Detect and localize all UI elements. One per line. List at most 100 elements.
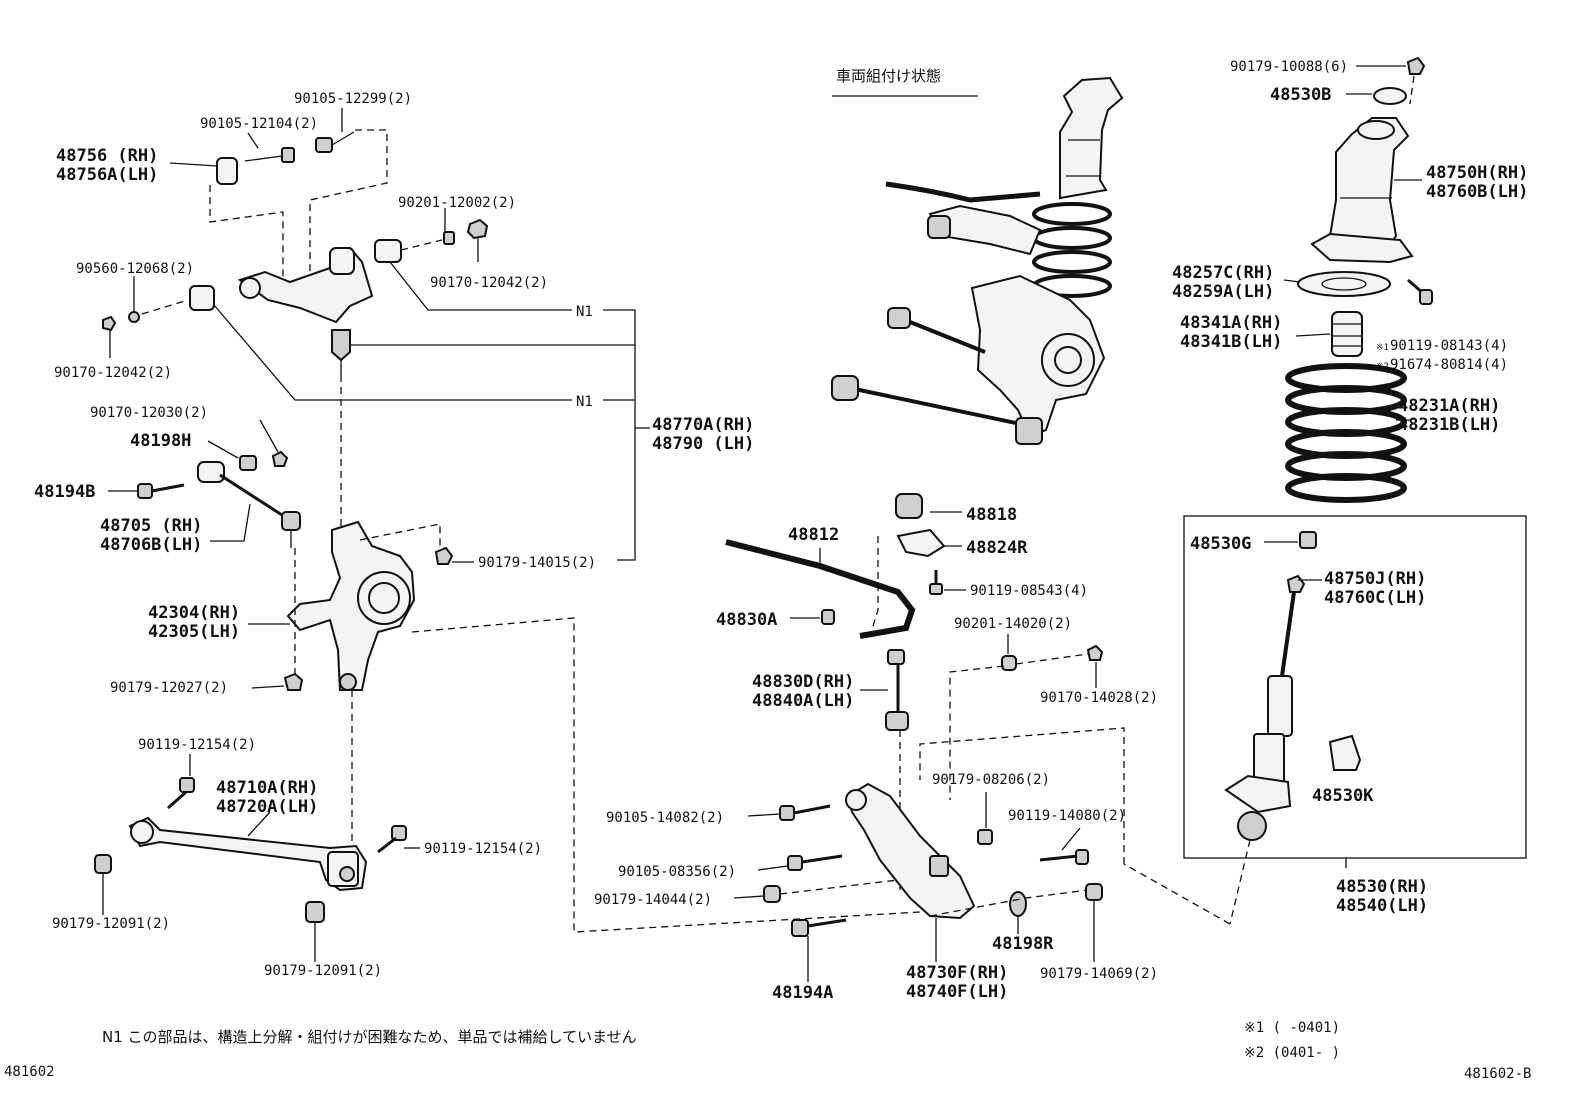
label-48257c: 48257C(RH) [1172,263,1274,283]
assembled-view [831,76,1124,445]
label-90560-12068: 90560-12068(2) [76,261,194,277]
absorber-kit-box [1183,515,1527,859]
label-90105-08356: 90105-08356(2) [618,864,736,880]
bushing-48198h [239,455,257,471]
stabilizer-bar-48812 [725,539,916,639]
bolt-90119-12154-right [377,825,407,854]
label-90179-12091-left: 90179-12091(2) [52,916,170,932]
label-48530: 48530(RH) [1336,877,1428,897]
nut-90179-08206 [977,829,993,845]
bushing-90201-14020 [1001,655,1017,671]
nut-48530g [1299,531,1317,549]
label-48770a: 48770A(RH) [652,415,754,435]
label-48750j: 48750J(RH) [1324,569,1426,589]
bushing-90201-12002 [374,239,402,263]
label-90179-08206: 90179-08206(2) [932,772,1050,788]
bushing-upper-arm-left [189,285,215,311]
label-48198h: 48198H [130,431,191,451]
bushing-48705 [197,461,225,483]
nut-90105-12299 [315,137,333,153]
stabilizer-group [725,493,1104,982]
label-90179-12091-bottom: 90179-12091(2) [264,963,382,979]
label-48706b: 48706B(LH) [100,535,202,555]
label-mark1-small: ※1 [1376,343,1389,353]
label-90170-12030: 90170-12030(2) [90,405,208,421]
nut-90170-12042-left [102,315,117,332]
bushing-48818 [895,493,923,519]
bushing-48198r [1009,891,1027,917]
insulator-48257c [1297,271,1391,297]
bolt-90119-08143 [1407,278,1433,305]
label-90105-14082: 90105-14082(2) [606,810,724,826]
bolt-48194a [791,918,847,937]
label-48830a: 48830A [716,610,777,630]
label-90201-14020: 90201-14020(2) [954,616,1072,632]
bracket-48824r [896,528,946,558]
label-90105-12104: 90105-12104(2) [200,116,318,132]
label-90105-12299: 90105-12299(2) [294,91,412,107]
lower-arm-group [94,754,420,962]
label-mark2-small: ※2 [1376,362,1389,372]
bushing-48830a [821,609,835,625]
label-48824r: 48824R [966,538,1028,558]
label-42304: 42304(RH) [148,603,240,623]
coil-spring-48231a [1285,363,1407,503]
label-installed-state-title: 車両組付け状態 [836,67,941,85]
lower-arm-48710a [128,816,368,892]
bolt-90105-08356 [787,854,843,871]
lower-arm-48730f [846,782,976,920]
label-90201-12002: 90201-12002(2) [398,195,516,211]
label-90119-08543: 90119-08543(4) [970,583,1088,599]
label-48231a: 48231A(RH) [1398,396,1500,416]
label-48830d: 48830D(RH) [752,672,854,692]
label-n1-lower: N1 [576,394,593,410]
label-90179-14044: 90179-14044(2) [594,892,712,908]
strut-exploded [919,56,1527,925]
label-48259a: 48259A(LH) [1172,282,1274,302]
bushing-90179-12091-b [305,901,325,923]
bolt-90105-14082 [779,804,831,821]
label-90119-14080: 90119-14080(2) [1008,808,1126,824]
link-48830d [885,649,909,731]
label-90179-10088: 90179-10088(6) [1230,59,1348,75]
upper-arm-assembled [928,204,1042,256]
bushing-90179-14069 [1085,883,1103,901]
nut-90170-12042-right [466,218,489,240]
label-48730f: 48730F(RH) [906,963,1008,983]
label-48750h: 48750H(RH) [1426,163,1528,183]
bolt-48194b [137,483,153,499]
label-48740f: 48740F(LH) [906,982,1008,1002]
label-90179-14015: 90179-14015(2) [478,555,596,571]
label-90170-12042-left: 90170-12042(2) [54,365,172,381]
label-48720a: 48720A(LH) [216,797,318,817]
nut-90170-12030 [271,450,289,467]
label-48194b: 48194B [34,482,95,502]
label-48341b: 48341B(LH) [1180,332,1282,352]
nut-90170-14028 [1086,644,1104,661]
bumper-48530k [1328,734,1362,771]
diagram-code-right: 481602-B [1464,1066,1531,1082]
label-90119-12154-top: 90119-12154(2) [138,737,256,753]
label-48530k: 48530K [1312,786,1374,806]
shock-absorber-48750j [1224,574,1322,841]
label-48818: 48818 [966,505,1017,525]
label-48530b: 48530B [1270,85,1331,105]
label-48710a: 48710A(RH) [216,778,318,798]
label-90179-12027: 90179-12027(2) [110,680,228,696]
label-48760c: 48760C(LH) [1324,588,1426,608]
bolt-90105-12104 [244,147,295,163]
label-48530g: 48530G [1190,534,1251,554]
bushing-48756 [216,157,238,185]
label-90179-14069: 90179-14069(2) [1040,966,1158,982]
bushing-90179-12091-a [94,854,112,874]
bolt-90119-08543 [929,570,943,595]
bolt-90119-14080 [1039,849,1089,865]
label-48756a: 48756A(LH) [56,165,158,185]
label-90119-12154-right: 90119-12154(2) [424,841,542,857]
bolt-90119-12154-left [167,777,195,810]
label-48760b: 48760B(LH) [1426,182,1528,202]
label-48198r: 48198R [992,934,1054,954]
diagram-code-left: 481602 [4,1064,55,1080]
footnote-n1: N1 この部品は、構造上分解・組付けが困難なため、単品では補給していません [102,1028,637,1046]
